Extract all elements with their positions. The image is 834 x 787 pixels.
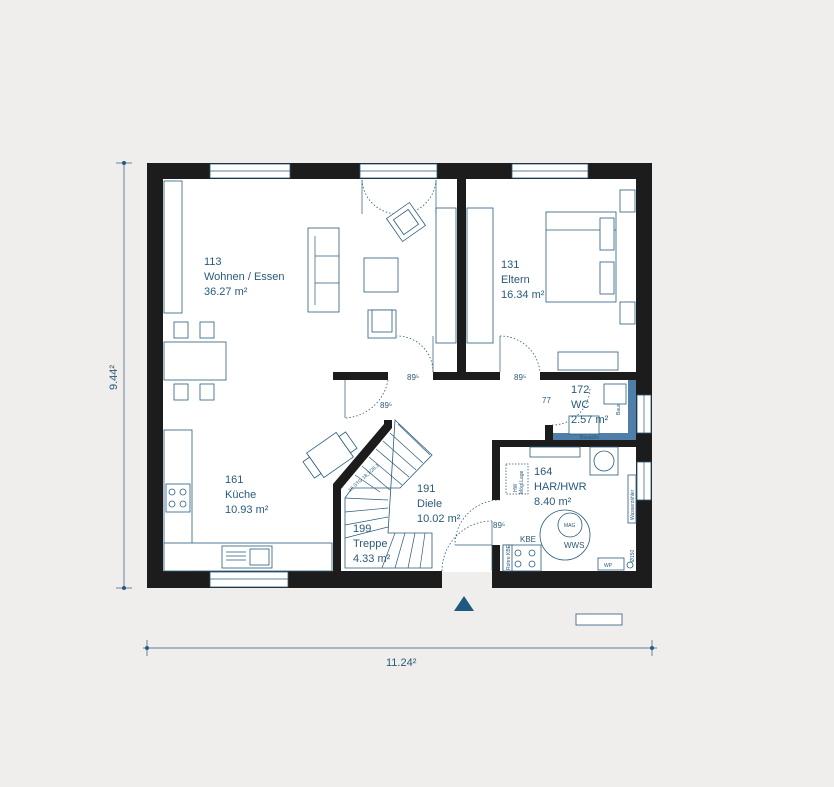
svg-text:Diele: Diele [417, 498, 442, 510]
room-treppe: 199 Treppe 4.33 m² [353, 523, 391, 565]
windows [209, 163, 652, 588]
door-width-label: 89⁵ [380, 401, 392, 410]
dimension-width: 11.24² [143, 640, 657, 669]
svg-text:Treppe: Treppe [353, 538, 387, 550]
svg-text:199: 199 [353, 523, 371, 535]
width-label: 11.24² [386, 657, 417, 669]
svg-text:131: 131 [501, 259, 519, 271]
kbe-label: KBE [520, 535, 536, 544]
entrance-arrow-icon [454, 596, 474, 611]
hw-sub-label: Mögl.Lage [519, 470, 525, 494]
svg-text:2.57 m²: 2.57 m² [571, 414, 609, 426]
svg-text:Eltern: Eltern [501, 274, 530, 286]
door-width-label: 77 [542, 396, 551, 405]
svg-text:172: 172 [571, 384, 589, 396]
doors[interactable] [344, 335, 591, 572]
mag-label: MAG [564, 523, 576, 529]
interior-walls [333, 179, 636, 572]
o150-label: Ø150 [630, 550, 636, 562]
svg-text:WC: WC [571, 399, 589, 411]
svg-text:8.40 m²: 8.40 m² [534, 496, 572, 508]
svg-text:191: 191 [417, 483, 435, 495]
door-width-label: 89⁵ [493, 521, 505, 530]
hw-label: HW [513, 483, 519, 492]
svg-text:16.34 m²: 16.34 m² [501, 289, 545, 301]
room-har-hwr: 164 HAR/HWR 8.40 m² [534, 466, 587, 508]
wws-label: WWS [564, 541, 584, 550]
svg-text:Küche: Küche [225, 489, 256, 501]
door-width-label: 89⁵ [514, 373, 526, 382]
door-width-label: 89⁵ [407, 373, 419, 382]
dimension-height: 9.44² [108, 161, 132, 590]
svg-text:4.33 m²: 4.33 m² [353, 553, 391, 565]
svg-text:Wohnen / Essen: Wohnen / Essen [204, 271, 285, 283]
wp-label: WP [604, 563, 613, 569]
svg-text:36.27 m²: 36.27 m² [204, 286, 248, 298]
room-wc: 172 WC 2.57 m² [571, 384, 609, 426]
bauseits-label-2: Bauseits [580, 435, 600, 441]
furniture [163, 180, 637, 626]
rohre-kbe-label: Rohre KBE [506, 544, 512, 570]
room-diele: 191 Diele 10.02 m² [417, 483, 461, 525]
room-eltern: 131 Eltern 16.34 m² [501, 259, 545, 301]
room-wohnen: 113 Wohnen / Essen 36.27 m² [204, 256, 285, 298]
svg-text:10.02 m²: 10.02 m² [417, 513, 461, 525]
height-label: 9.44² [108, 365, 120, 390]
svg-text:113: 113 [204, 256, 222, 268]
svg-text:10.93 m²: 10.93 m² [225, 504, 269, 516]
room-kueche: 161 Küche 10.93 m² [225, 474, 269, 516]
svg-text:HAR/HWR: HAR/HWR [534, 481, 587, 493]
svg-text:164: 164 [534, 466, 552, 478]
bauseits-label: Bauseits [616, 395, 622, 415]
wasserzaehler-label: Wasserzähler [630, 489, 636, 520]
svg-text:161: 161 [225, 474, 243, 486]
